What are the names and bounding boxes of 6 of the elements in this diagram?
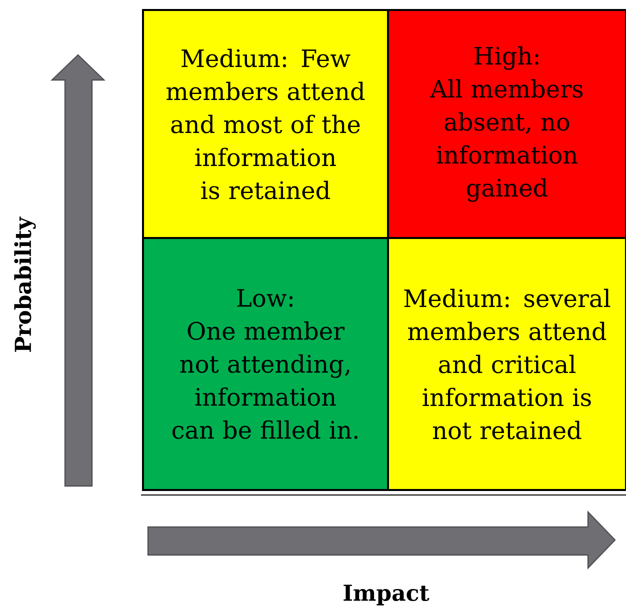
axis-label: Impact bbox=[344, 584, 430, 606]
risk-cell: Medium: Few members attend and most of the information is retained bbox=[142, 9, 389, 239]
risk-cell: Medium: several members attend and critical information is not retained bbox=[387, 237, 626, 491]
risk-cell: Low: One member not attending, information can be filled in. bbox=[142, 237, 389, 491]
axis-label: Probability bbox=[14, 216, 36, 352]
risk-cell: High: All members absent, no information gained bbox=[387, 9, 626, 239]
